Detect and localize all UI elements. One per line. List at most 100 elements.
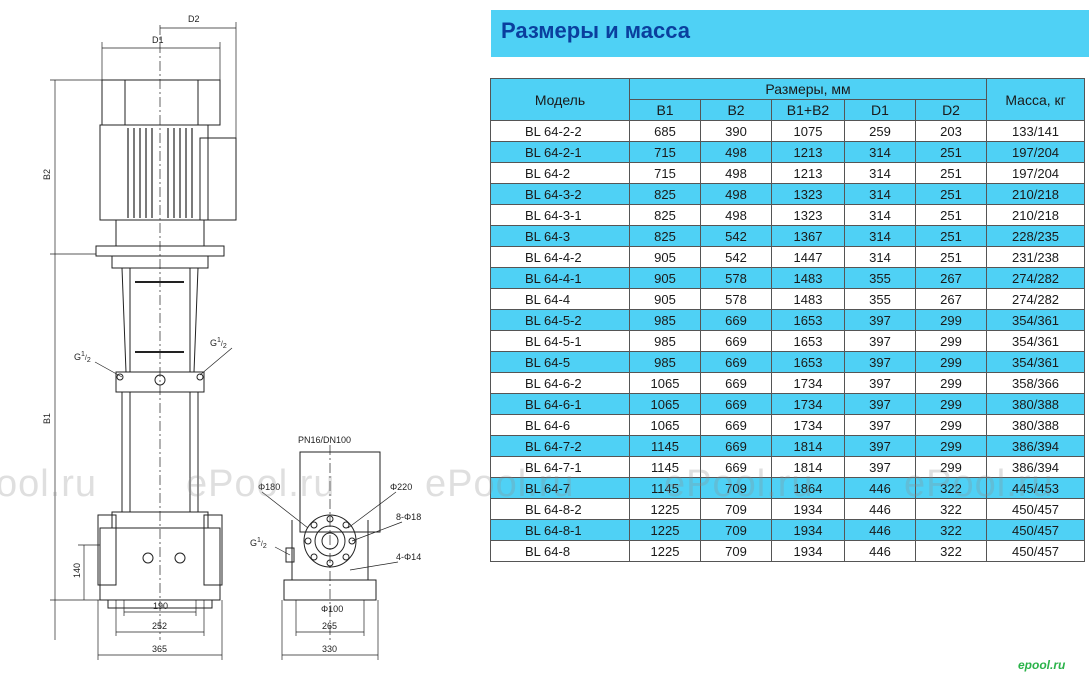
cell-dimension: 1864 xyxy=(771,477,845,499)
cell-mass: 274/282 xyxy=(986,288,1086,310)
cell-dimension: 322 xyxy=(914,540,988,562)
page-title: Размеры и масса xyxy=(501,18,690,43)
cell-dimension: 267 xyxy=(914,288,988,310)
cell-dimension: 1225 xyxy=(629,498,701,520)
cell-dimension: 1653 xyxy=(771,309,845,331)
cell-mass: 210/218 xyxy=(986,204,1086,226)
cell-dimension: 259 xyxy=(844,120,916,142)
cell-dimension: 1447 xyxy=(771,246,845,268)
cell-dimension: 1934 xyxy=(771,540,845,562)
cell-dimension: 251 xyxy=(914,141,988,163)
cell-dimension: 267 xyxy=(914,267,988,289)
label-d1: D1 xyxy=(152,35,164,45)
cell-dimension: 397 xyxy=(844,393,916,415)
label-b2: B2 xyxy=(42,169,52,180)
cell-dimension: 322 xyxy=(914,498,988,520)
cell-dimension: 251 xyxy=(914,162,988,184)
header-mass: Масса, кг xyxy=(986,78,1086,121)
cell-model: BL 64-3-2 xyxy=(490,183,630,205)
cell-model: BL 64-8-1 xyxy=(490,519,630,541)
cell-dimension: 446 xyxy=(844,498,916,520)
label-pn16: PN16/DN100 xyxy=(298,435,351,445)
cell-model: BL 64-2-1 xyxy=(490,141,630,163)
label-phi220: Φ220 xyxy=(390,482,412,492)
label-g-left: G1/2 xyxy=(74,351,91,364)
cell-dimension: 669 xyxy=(700,414,772,436)
cell-dimension: 1213 xyxy=(771,162,845,184)
cell-model: BL 64-4-1 xyxy=(490,267,630,289)
cell-model: BL 64-5-2 xyxy=(490,309,630,331)
pump-drawing: D2 D1 B2 B1 G1/2 G1/2 140 190 252 365 PN… xyxy=(0,0,480,681)
cell-dimension: 669 xyxy=(700,393,772,415)
cell-dimension: 825 xyxy=(629,183,701,205)
title-bar: Размеры и масса xyxy=(491,10,1089,57)
label-140: 140 xyxy=(72,563,82,578)
header-dimensions: Размеры, мм xyxy=(628,78,988,100)
cell-mass: 197/204 xyxy=(986,162,1086,184)
label-8-holes: 8-Φ18 xyxy=(396,512,421,522)
cell-mass: 445/453 xyxy=(986,477,1086,499)
label-365: 365 xyxy=(152,644,167,654)
cell-dimension: 1225 xyxy=(629,519,701,541)
cell-dimension: 905 xyxy=(629,246,701,268)
cell-dimension: 669 xyxy=(700,330,772,352)
cell-model: BL 64-8-2 xyxy=(490,498,630,520)
cell-dimension: 397 xyxy=(844,330,916,352)
cell-dimension: 542 xyxy=(700,225,772,247)
cell-dimension: 709 xyxy=(700,477,772,499)
cell-model: BL 64-6-2 xyxy=(490,372,630,394)
label-d2: D2 xyxy=(188,14,200,24)
cell-dimension: 299 xyxy=(914,393,988,415)
cell-dimension: 299 xyxy=(914,309,988,331)
cell-dimension: 1225 xyxy=(629,540,701,562)
cell-dimension: 446 xyxy=(844,540,916,562)
motor-fan-cover xyxy=(101,79,221,126)
cell-dimension: 715 xyxy=(629,141,701,163)
cell-mass: 354/361 xyxy=(986,330,1086,352)
cell-dimension: 498 xyxy=(700,204,772,226)
cell-mass: 450/457 xyxy=(986,498,1086,520)
cell-dimension: 251 xyxy=(914,183,988,205)
cell-dimension: 314 xyxy=(844,225,916,247)
cell-mass: 133/141 xyxy=(986,120,1086,142)
cell-mass: 197/204 xyxy=(986,141,1086,163)
cell-dimension: 905 xyxy=(629,267,701,289)
cell-dimension: 1483 xyxy=(771,267,845,289)
cell-dimension: 299 xyxy=(914,330,988,352)
cell-model: BL 64-8 xyxy=(490,540,630,562)
cell-dimension: 542 xyxy=(700,246,772,268)
cell-dimension: 397 xyxy=(844,351,916,373)
cell-dimension: 1145 xyxy=(629,477,701,499)
cell-dimension: 1065 xyxy=(629,393,701,415)
cell-dimension: 322 xyxy=(914,477,988,499)
header-b2: B2 xyxy=(700,99,772,121)
cell-mass: 386/394 xyxy=(986,456,1086,478)
cell-model: BL 64-5 xyxy=(490,351,630,373)
cell-dimension: 498 xyxy=(700,162,772,184)
cell-dimension: 446 xyxy=(844,519,916,541)
cell-dimension: 905 xyxy=(629,288,701,310)
terminal-box xyxy=(199,137,237,221)
label-g-base: G1/2 xyxy=(250,537,267,550)
header-model: Модель xyxy=(490,78,630,121)
header-b1-b2: B1+B2 xyxy=(771,99,845,121)
cell-dimension: 1367 xyxy=(771,225,845,247)
cell-mass: 450/457 xyxy=(986,540,1086,562)
cell-dimension: 446 xyxy=(844,477,916,499)
cell-model: BL 64-3-1 xyxy=(490,204,630,226)
cell-dimension: 825 xyxy=(629,204,701,226)
cell-dimension: 397 xyxy=(844,414,916,436)
cell-mass: 354/361 xyxy=(986,309,1086,331)
cell-dimension: 397 xyxy=(844,309,916,331)
cell-mass: 354/361 xyxy=(986,351,1086,373)
cell-dimension: 498 xyxy=(700,141,772,163)
cell-dimension: 669 xyxy=(700,309,772,331)
